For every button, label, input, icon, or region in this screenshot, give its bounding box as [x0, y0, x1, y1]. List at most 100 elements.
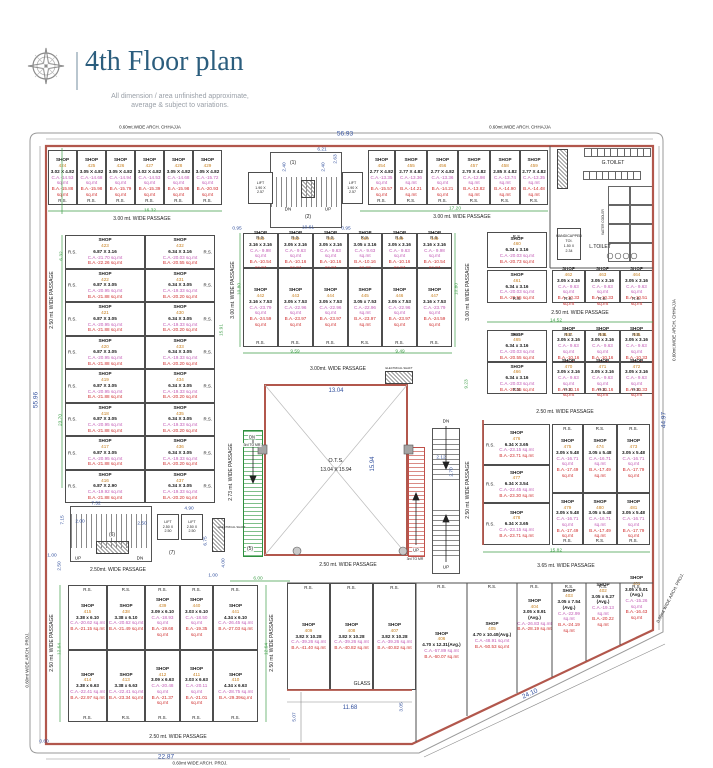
shop-size: 3.05 x 8.91 (Avg.) [523, 609, 546, 620]
rolling-shutter-label: R.S. [68, 282, 77, 288]
builtup-area: B.A.-13.82 sq.mt [463, 186, 485, 197]
builtup-area: B.A.-21.49 sq.mt [108, 626, 144, 632]
shop-size: 3.05 x 6.27 (Avg.) [591, 593, 615, 605]
rolling-shutter-label: R.S. [438, 197, 447, 203]
rolling-shutter-label: R.S. [192, 587, 201, 592]
rolling-shutter-label: R.S. [158, 587, 167, 592]
rolling-shutter-label: R.S. [121, 587, 131, 592]
label: (6) [107, 532, 117, 538]
dimension-4.90: 4.90 [184, 506, 194, 512]
builtup-area: B.A.-23.71 sq.mt [499, 532, 534, 538]
dimension-6.32: 6.32 [59, 251, 65, 261]
carpet-area: C.A.-12.98 sq.mt [463, 174, 485, 186]
label: 0.60mt.WIDE ARCH. CHHAJJA [119, 124, 181, 130]
compass-icon [27, 47, 65, 85]
dimension-7.52: 7.52 [91, 501, 101, 507]
label: 3.00 mt. WIDE PASSAGE [465, 263, 471, 321]
builtup-area: B.A.-21.88 sq.mt [87, 494, 123, 500]
dimension-2.40: 2.40 [321, 162, 327, 172]
rolling-shutter-label: R.S. [377, 197, 386, 203]
dimension-0.95: 0.95 [232, 226, 242, 232]
carpet-area: C.A.- 9.63 sq.mt [626, 343, 647, 354]
label: UP [412, 547, 420, 553]
dimension-1.00: 1.00 [208, 573, 218, 579]
carpet-area: C.A.- 9.98 sq.mt [250, 247, 271, 259]
builtup-area: B.A.-24.19 sq.mt [558, 621, 580, 633]
wc-cubicle [630, 205, 653, 224]
rolling-shutter-label: R.S. [158, 714, 167, 720]
rolling-shutter-label: R.S. [231, 587, 240, 592]
rolling-shutter-label: R.S. [68, 450, 77, 455]
carpet-area: C.A.-22.96 sq.mt [388, 304, 411, 316]
carpet-area: C.A.-16.71 sq.mt [556, 455, 579, 467]
dimension-2.70: 2.70 [449, 467, 455, 477]
carpet-area: C.A.-14.53 sq.mt [138, 174, 161, 186]
builtup-area: B.A.-20.20 sq.mt [162, 494, 198, 500]
builtup-area: B.A.-21.37 sq.mt [151, 694, 174, 706]
urinal [633, 171, 642, 180]
label: O.T.S. [328, 458, 344, 464]
builtup-area: B.A.-23.97 sq.mt [284, 316, 307, 327]
builtup-area: B.A.-21.88 sq.mt [87, 427, 123, 433]
rolling-shutter-label: R.S. [430, 235, 439, 240]
builtup-area: B.A.-29.39sq.mt [219, 694, 252, 700]
rolling-shutter-label: R.S. [487, 584, 497, 589]
rolling-shutter-label: R.S. [174, 197, 183, 203]
builtup-area: B.A.-40.82 sq.mt [377, 645, 412, 651]
dimension-9.49: 9.49 [395, 349, 405, 355]
builtup-area: B.A.-14.90 sq.mt [494, 186, 516, 197]
dimension-2.50: 2.50 [57, 561, 63, 571]
builtup-area: B.A.-20.20 sq.mt [162, 394, 198, 400]
label: DN [441, 418, 451, 424]
dimension-6.75: 6.75 [203, 536, 209, 546]
dimension-9.59: 9.59 [290, 349, 300, 355]
wc-cubicle [608, 243, 630, 262]
carpet-area: C.A.- 9.63 sq.mt [558, 283, 579, 295]
rolling-shutter-label: R.S. [68, 483, 77, 489]
rolling-shutter-label: R.S. [563, 426, 572, 431]
label: 3.00 mt. WIDE PASSAGE [230, 261, 236, 319]
builtup-area: B.A.-20.20 sq.mt [162, 427, 198, 433]
builtup-area: B.A.-24.59 sq.mt [423, 316, 446, 327]
carpet-area: C.A.-22.99 sq.mt [558, 610, 580, 622]
builtup-area: B.A.-20.20 sq.mt [162, 327, 198, 333]
builtup-area: B.A.-16.43 sq.mt [625, 609, 648, 621]
label: ELECTRICAL SHAFT [218, 525, 246, 529]
electrical-shaft-top [301, 180, 315, 198]
builtup-area: B.A.-17.49 sq.mt [589, 467, 611, 478]
rolling-shutter-label: R.S. [68, 249, 77, 254]
dimension-6.00: 6.00 [253, 576, 263, 582]
dimension-3.05: 3.05 [399, 702, 405, 712]
rolling-shutter-label: R.S. [632, 386, 641, 392]
rolling-shutter-label: R.S. [598, 332, 607, 337]
label: UP [324, 206, 332, 212]
label: 0.60mt WIDE ARCH. PROJ. [655, 572, 685, 624]
rolling-shutter-label: R.S. [563, 537, 572, 543]
